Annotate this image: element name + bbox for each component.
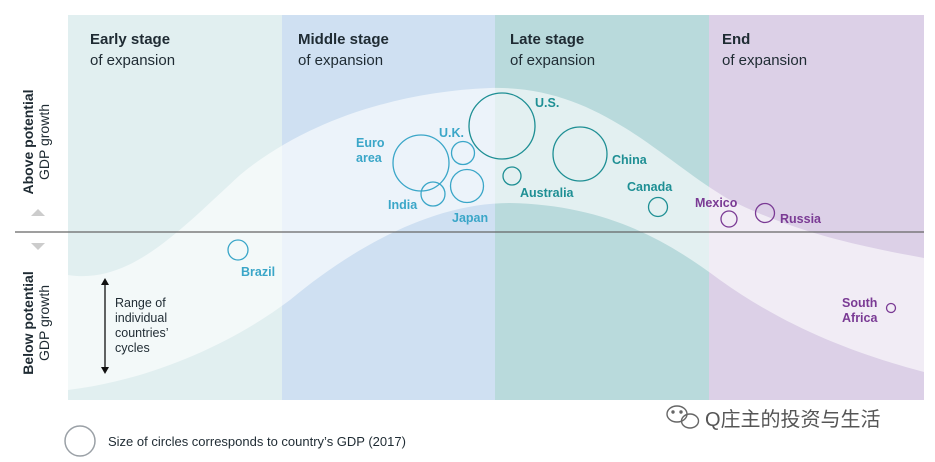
label-us: U.S. — [535, 96, 559, 110]
watermark-text: Q庄主的投资与生活 — [705, 408, 881, 431]
stage-title-late: Late stage — [510, 31, 584, 48]
stage-title-early: Early stage — [90, 31, 170, 48]
label-south-africa-2: Africa — [842, 311, 878, 325]
stage-title-end: End — [722, 31, 750, 48]
bubble-india — [420, 181, 446, 207]
range-double-arrow-icon — [101, 278, 109, 374]
stage-title-middle: Middle stage — [298, 31, 389, 48]
bubble-brazil — [227, 239, 249, 261]
label-china: China — [612, 153, 648, 167]
axis-label-below-2: GDP growth — [36, 285, 52, 361]
label-japan: Japan — [452, 211, 488, 225]
stage-subtitle-middle: of expansion — [298, 52, 383, 69]
bubble-japan — [449, 168, 485, 204]
label-euro-area-1: Euro — [356, 136, 385, 150]
legend-circle-icon — [64, 425, 96, 457]
range-note-line-4: cycles — [115, 341, 150, 355]
label-brazil: Brazil — [241, 265, 275, 279]
label-euro-area-2: area — [356, 151, 383, 165]
label-australia: Australia — [520, 186, 575, 200]
label-russia: Russia — [780, 212, 822, 226]
bubble-russia — [754, 202, 776, 224]
range-note-line-2: individual — [115, 311, 167, 325]
label-canada: Canada — [627, 180, 673, 194]
stage-subtitle-late: of expansion — [510, 52, 595, 69]
above-arrow-icon — [31, 209, 45, 216]
bubble-australia — [502, 166, 522, 186]
bubble-south-africa — [885, 302, 897, 314]
range-note-line-1: Range of — [115, 296, 166, 310]
cycle-range-band — [68, 87, 924, 390]
bubble-uk — [450, 140, 476, 166]
label-india: India — [388, 198, 418, 212]
range-note-line-3: countries’ — [115, 326, 169, 340]
below-arrow-icon — [31, 243, 45, 250]
wechat-logo-icon — [666, 405, 700, 429]
stage-subtitle-end: of expansion — [722, 52, 807, 69]
bubble-canada — [647, 196, 669, 218]
axis-label-below-1: Below potential — [20, 271, 36, 374]
label-uk: U.K. — [439, 126, 464, 140]
axis-label-above-1: Above potential — [20, 89, 36, 194]
bubble-china — [552, 126, 608, 182]
bubble-mexico — [720, 210, 738, 228]
axis-label-above-2: GDP growth — [36, 104, 52, 180]
legend-text: Size of circles corresponds to country’s… — [108, 434, 406, 449]
label-south-africa-1: South — [842, 296, 877, 310]
bubble-us — [468, 92, 536, 160]
stage-subtitle-early: of expansion — [90, 52, 175, 69]
label-mexico: Mexico — [695, 196, 738, 210]
